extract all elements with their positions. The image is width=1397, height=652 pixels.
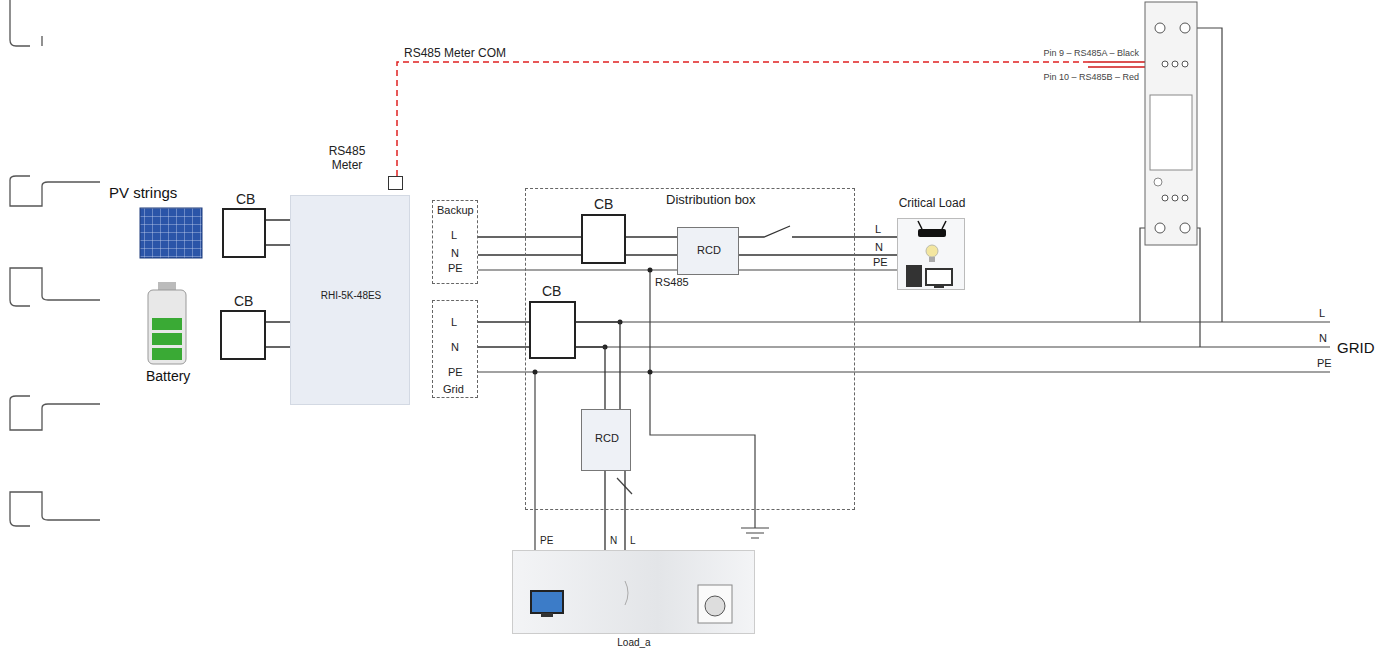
wire-label: RS485 Meter COM: [403, 47, 507, 61]
node-text: PE: [448, 366, 463, 379]
wiring: [478, 28, 1330, 550]
node-text: CB: [542, 283, 561, 299]
wire-connector: [576, 322, 620, 409]
node-text: PE: [448, 262, 463, 275]
wire-label: Pin 9 – RS485A – Black: [1042, 48, 1140, 58]
node-text: CB: [236, 191, 255, 207]
node-text: N: [451, 341, 459, 354]
node-text: N: [610, 535, 617, 547]
wire-label: RS485: [654, 276, 690, 289]
node-text: Critical Load: [899, 197, 966, 211]
node-text: L: [451, 229, 457, 242]
node-text: PE: [540, 535, 553, 547]
wire-connector: [478, 322, 529, 347]
node-text: N: [451, 247, 459, 260]
wire-label: PE: [872, 256, 889, 269]
wire-label: Battery: [145, 368, 191, 384]
node-text: RCD: [595, 432, 619, 445]
node-text: Load_a: [617, 637, 650, 649]
side-brackets: [10, 0, 100, 526]
battery-symbol: [148, 282, 186, 364]
load-icons: [513, 551, 756, 635]
node-text: L: [451, 316, 457, 329]
wire-connector: [266, 322, 290, 347]
circuit-breaker: CB: [581, 214, 626, 264]
rcd-device: RCD: [677, 227, 739, 275]
wire-label: GRID: [1336, 339, 1376, 356]
node-text: CB: [594, 196, 613, 212]
node-text: RCD: [697, 244, 721, 257]
meter-port: RS485 Meter: [388, 176, 403, 190]
wire-label: PE: [1316, 357, 1333, 370]
load-icons: [898, 219, 966, 291]
wire-connector: [478, 237, 581, 255]
node-text: RS485 Meter: [322, 145, 372, 173]
rs485-cable: [397, 62, 1088, 176]
critical-load: Critical Load: [897, 218, 965, 290]
circuit-breaker: CB: [222, 208, 266, 258]
node-text: CB: [234, 293, 253, 309]
node-text: RHI-5K-48ES: [321, 290, 382, 302]
wire-label: Pin 10 – RS485B – Red: [1042, 72, 1140, 82]
wire-label: N: [874, 241, 884, 254]
circuit-breaker: CB: [529, 301, 576, 359]
node-text: Backup: [437, 204, 474, 217]
ground-symbol: [741, 528, 769, 538]
wire-label: N: [1318, 332, 1328, 345]
node-text: Distribution box: [666, 193, 756, 208]
circuit-breaker: CB: [220, 310, 266, 360]
inverter-box: RHI-5K-48ES: [290, 195, 410, 405]
wire-connector: [626, 237, 677, 255]
pv-panel: [140, 208, 202, 258]
node-text: Grid: [443, 383, 464, 396]
wire-connector: [605, 471, 625, 550]
backup-port: BackupLN PE: [432, 200, 478, 284]
wire-label: L: [874, 223, 882, 236]
wire-label: L: [1318, 307, 1326, 320]
load-box: PENLLoad_a: [512, 550, 755, 634]
grid-port: LN PE Grid: [432, 300, 478, 398]
distribution-box: Distribution boxCBRCDCBRCD: [525, 188, 855, 510]
energy-meter: [1145, 2, 1197, 245]
wire-connector: [266, 220, 290, 245]
wire-label: PV strings: [108, 184, 178, 201]
rcd-device: RCD: [581, 409, 631, 471]
node-text: L: [630, 535, 636, 547]
